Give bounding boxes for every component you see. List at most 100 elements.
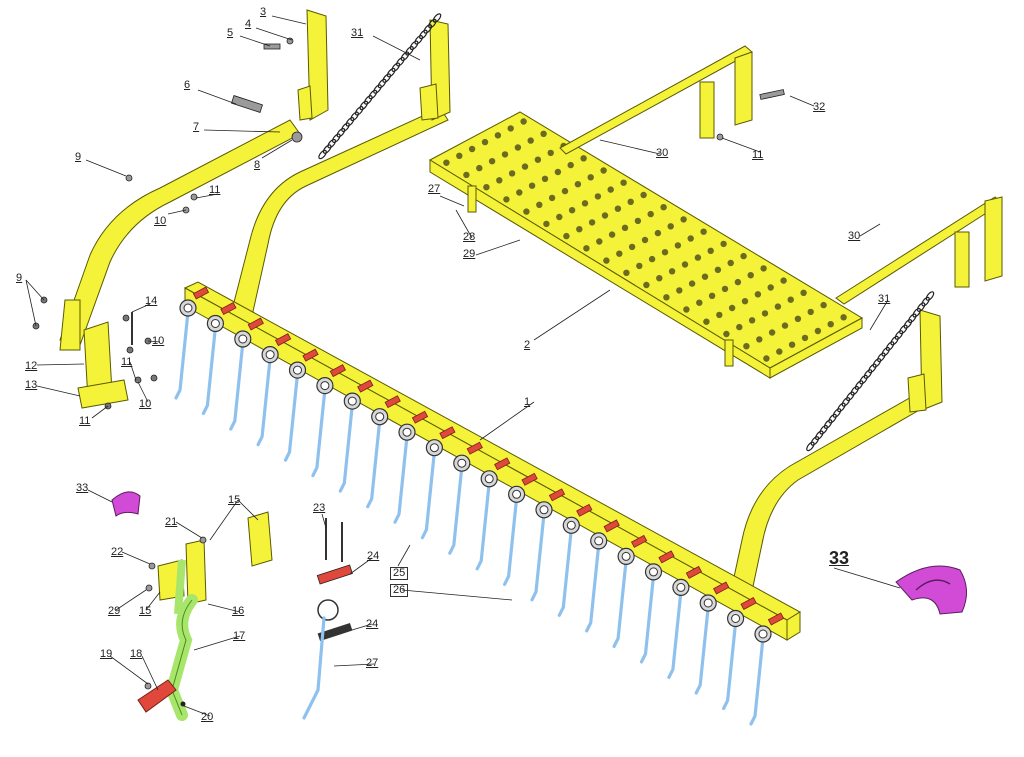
tine-clamp bbox=[302, 348, 319, 362]
main-tine-beam bbox=[179, 281, 801, 643]
tine-coil-inner bbox=[621, 551, 631, 561]
beam-front bbox=[184, 287, 788, 641]
chain-link bbox=[377, 78, 387, 89]
chain-link bbox=[863, 369, 873, 379]
chain-link bbox=[894, 330, 904, 340]
chain-link bbox=[810, 436, 820, 446]
platform-hole bbox=[540, 130, 547, 137]
clamp-24-bottom bbox=[317, 622, 353, 642]
tine-coil-inner bbox=[238, 334, 248, 344]
tine-coil-inner bbox=[265, 350, 275, 360]
bracket-plate-13 bbox=[77, 379, 129, 409]
rear-plate-right bbox=[954, 231, 970, 288]
platform-hole bbox=[760, 265, 767, 272]
leader-line bbox=[193, 635, 241, 651]
chain-link bbox=[341, 122, 350, 132]
tine bbox=[311, 388, 327, 478]
tine bbox=[420, 450, 436, 540]
spring-tines bbox=[174, 310, 765, 726]
platform-hole bbox=[580, 155, 587, 162]
bolt-head bbox=[150, 374, 158, 382]
platform-hole bbox=[641, 236, 649, 244]
platform-hole bbox=[728, 304, 736, 312]
platform-hole bbox=[548, 194, 556, 202]
tine-coil-inner bbox=[703, 598, 713, 608]
callout-14: 14 bbox=[145, 295, 158, 307]
tine-coil-inner bbox=[566, 520, 576, 530]
tine-clamp bbox=[411, 410, 429, 424]
platform-hole bbox=[800, 289, 807, 296]
tine-clamp bbox=[767, 612, 785, 626]
part-33-large-rib bbox=[915, 579, 951, 591]
tine-clamp bbox=[740, 597, 757, 610]
tine-coil-inner bbox=[731, 614, 741, 623]
leader-line bbox=[36, 385, 81, 397]
chain-link bbox=[872, 358, 882, 368]
platform-hole bbox=[840, 314, 847, 321]
tine-26 bbox=[302, 616, 326, 720]
platform-hole bbox=[647, 210, 654, 218]
callout-7: 7 bbox=[193, 121, 200, 133]
platform-hole bbox=[708, 292, 716, 299]
callout-11-upper: 11 bbox=[209, 184, 221, 196]
platform-hole bbox=[607, 186, 614, 193]
chain-link bbox=[327, 138, 337, 149]
chain-link bbox=[916, 302, 926, 312]
callout-8: 8 bbox=[254, 159, 261, 171]
platform-hole bbox=[820, 301, 827, 309]
tine bbox=[557, 527, 573, 617]
callout-9-upper: 9 bbox=[75, 151, 82, 163]
bolt-22 bbox=[148, 562, 156, 570]
chain-link bbox=[832, 408, 842, 418]
tine bbox=[667, 589, 683, 679]
platform-hole bbox=[501, 151, 509, 158]
chain-link bbox=[331, 133, 341, 143]
platform-hole bbox=[574, 181, 582, 188]
callout-9-lower: 9 bbox=[16, 272, 23, 284]
platform-bracket bbox=[724, 339, 734, 367]
chain-link bbox=[899, 324, 908, 335]
leader-line bbox=[183, 705, 211, 717]
bolt-5 bbox=[263, 43, 281, 50]
tine-coil-inner bbox=[539, 505, 549, 515]
platform-hole bbox=[536, 201, 543, 208]
leader-line bbox=[167, 209, 187, 215]
platform-hole bbox=[667, 223, 674, 230]
tine-clamp bbox=[576, 503, 593, 517]
nut-20 bbox=[180, 701, 186, 707]
bolt-head bbox=[122, 314, 130, 322]
leader-line bbox=[131, 303, 151, 313]
tine bbox=[612, 558, 628, 648]
leader-line bbox=[109, 655, 149, 685]
platform-hole bbox=[636, 262, 643, 270]
chain-link bbox=[414, 35, 424, 45]
platform-hole bbox=[681, 261, 689, 268]
platform-hole bbox=[788, 341, 796, 348]
leader-line bbox=[439, 195, 465, 207]
platform-hole bbox=[694, 254, 702, 261]
leader-line bbox=[209, 499, 239, 541]
coil-25 bbox=[317, 599, 339, 621]
tine-clamp bbox=[220, 302, 237, 315]
leader-line bbox=[333, 663, 375, 667]
tine-clamp bbox=[521, 472, 538, 486]
callout-33-small: 33 bbox=[76, 482, 89, 494]
tine bbox=[448, 465, 464, 555]
nut-11-right bbox=[716, 133, 724, 141]
platform-hole bbox=[507, 125, 514, 132]
leader-line bbox=[137, 381, 149, 403]
platform-hole bbox=[676, 287, 683, 294]
chain-link bbox=[432, 13, 442, 23]
platform-hole bbox=[603, 257, 610, 264]
leader-line bbox=[115, 589, 147, 611]
tine bbox=[475, 481, 491, 571]
rear-bar-plate bbox=[699, 81, 715, 139]
tine-clamp bbox=[630, 534, 648, 548]
tine-clamp bbox=[357, 379, 374, 393]
platform-hole bbox=[594, 193, 602, 200]
leader-line bbox=[147, 340, 161, 343]
chain-link bbox=[877, 352, 886, 363]
callout-27-bottom: 27 bbox=[366, 657, 379, 669]
platform-hole bbox=[716, 311, 723, 319]
